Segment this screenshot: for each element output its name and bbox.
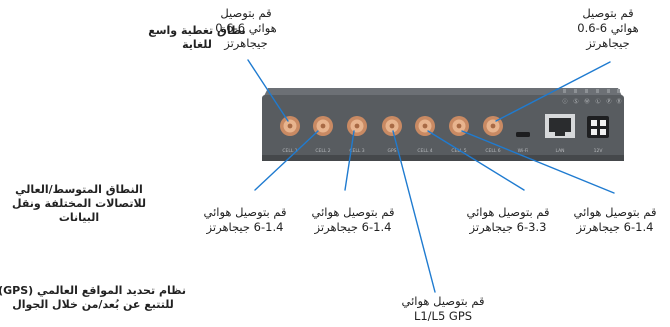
callout-cell1: قم بتوصيل هوائي 6-1.4 جيجاهرتز [190, 205, 300, 235]
port-label-gps: GPS [387, 148, 396, 154]
callout-cell1-line-2: 6-1.4 جيجاهرتز [206, 220, 284, 234]
leader-line-top-left [247, 59, 289, 122]
ethernet-port [545, 114, 575, 138]
device-top-edge [264, 88, 622, 96]
port-label-cell1: CELL 1 [282, 148, 297, 154]
connector-cell4 [415, 116, 435, 136]
leader-line-cell1 [254, 130, 319, 191]
callout-gps-line-1: قم بتوصيل هوائي [401, 294, 485, 308]
led-power-icon: Ⓟ [606, 98, 611, 105]
category-gps-line-2: للتتبع عن بُعد/من خلال الجوال [12, 298, 174, 311]
connector-cell5 [449, 116, 469, 136]
leader-line-cell4 [427, 130, 525, 191]
power-port [587, 116, 609, 138]
leader-line-cell2 [344, 130, 355, 191]
callout-top-left-line-1: قم بتوصيل [220, 6, 272, 20]
callout-top-right-line-2: هوائي 6-0.6 [577, 21, 639, 35]
led-info-icon: ⓘ [562, 98, 567, 105]
leader-line-cell6 [461, 130, 615, 194]
callout-top-right: قم بتوصيل هوائي 6-0.6 جيجاهرتز [558, 6, 658, 51]
port-label-cell3: CELL 3 [349, 148, 364, 154]
port-label-cell4: CELL 4 [417, 148, 432, 154]
category-mid-high-line-3: البيانات [58, 211, 100, 224]
port-label-wifi: Wi-Fi [518, 148, 529, 154]
callout-top-right-line-3: جيجاهرتز [586, 36, 630, 50]
port-label-cell2: CELL 2 [315, 148, 330, 154]
category-mid-high-line-1: النطاق المتوسط/العالي [15, 183, 143, 196]
callout-cell2-line-1: قم بتوصيل هوائي [311, 205, 395, 219]
callout-gps: قم بتوصيل هوائي L1/L5 GPS [388, 294, 498, 324]
callout-top-left-line-2: هوائي 6-0.6 [215, 21, 277, 35]
callout-cell4-line-2: 6-3.3 جيجاهرتز [469, 220, 547, 234]
rf-connectors [280, 116, 503, 136]
connector-gps [382, 116, 402, 136]
callout-cell2-line-2: 6-1.4 جيجاهرتز [314, 220, 392, 234]
port-label-power: 12V [594, 148, 604, 154]
callout-gps-line-2: L1/L5 GPS [413, 309, 473, 323]
category-gps: نظام تحديد المواقع العالمي (GPS) للتتبع … [0, 284, 186, 312]
leader-line-top-right [495, 61, 611, 122]
usb-port [516, 132, 530, 137]
connector-cell1 [280, 116, 300, 136]
connector-cell6 [483, 116, 503, 136]
callout-cell1-line-1: قم بتوصيل هوائي [203, 205, 287, 219]
port-label-lan: LAN [555, 148, 564, 154]
callout-top-right-line-1: قم بتوصيل [582, 6, 634, 20]
category-mid-high-band: النطاق المتوسط/العالي للاتصالات المختلفة… [0, 183, 158, 225]
category-gps-line-1: نظام تحديد المواقع العالمي (GPS) [0, 284, 186, 297]
category-wide-coverage: نطاق تغطية واسع للغاية [148, 24, 246, 51]
callout-cell6-line-2: 6-1.4 جيجاهرتز [576, 220, 654, 234]
port-label-cell5: CELL 5 [451, 148, 466, 154]
device-bottom [262, 155, 624, 161]
connector-cell3 [347, 116, 367, 136]
callout-cell4-line-1: قم بتوصيل هوائي [466, 205, 550, 219]
callout-cell6-line-1: قم بتوصيل هوائي [573, 205, 657, 219]
callout-cell6: قم بتوصيل هوائي 6-1.4 جيجاهرتز [560, 205, 670, 235]
led-battery-icon: Ⓑ [616, 98, 621, 105]
category-mid-high-line-2: للاتصالات المختلفة ونقل [12, 197, 146, 210]
leader-line-gps [392, 130, 436, 293]
callout-cell4: قم بتوصيل هوائي 6-3.3 جيجاهرتز [453, 205, 563, 235]
led-lte-icon: Ⓛ [595, 98, 600, 105]
port-label-cell6: CELL 6 [485, 148, 500, 154]
callout-cell2: قم بتوصيل هوائي 6-1.4 جيجاهرتز [298, 205, 408, 235]
led-signal-icon: Ⓢ [573, 98, 578, 105]
led-wifi-icon: Ⓦ [584, 98, 589, 105]
callout-top-left: قم بتوصيل هوائي 6-0.6 جيجاهرتز [196, 6, 296, 51]
callout-top-left-line-3: جيجاهرتز [224, 36, 268, 50]
